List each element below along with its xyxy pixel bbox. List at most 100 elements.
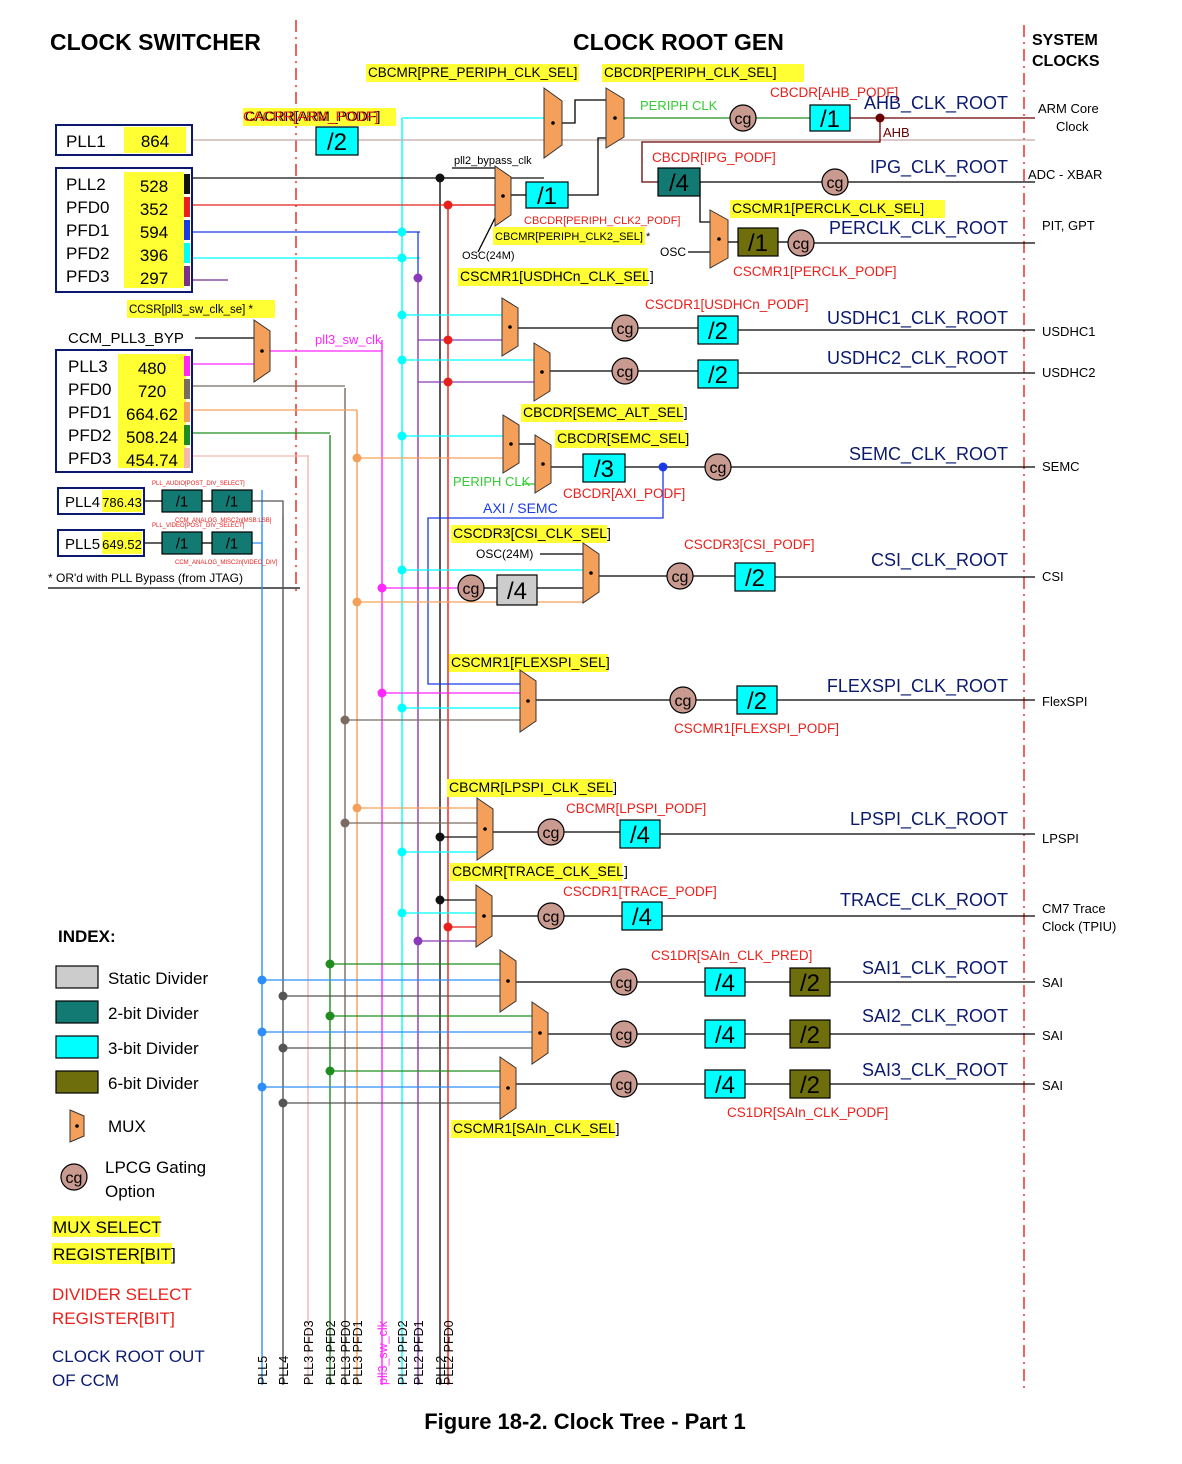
- pll2-name: PLL2: [66, 175, 106, 194]
- pll4-name: PLL4: [65, 494, 100, 511]
- perclk-div: [737, 227, 779, 257]
- pll2-color-tab: [184, 220, 190, 240]
- lpcg-label: cg: [710, 460, 727, 477]
- sai3-div1: [704, 1069, 746, 1099]
- pll5-box-value-bg: [102, 532, 142, 554]
- section-clock-root-gen: CLOCK ROOT GEN: [573, 29, 784, 55]
- pll3-color-tab: [184, 402, 190, 422]
- highlight: [493, 227, 645, 245]
- clock-root-8: LPSPI_CLK_ROOT: [850, 809, 1008, 830]
- legend-cg: [60, 1163, 88, 1191]
- flexspi-div: [736, 685, 778, 715]
- junction-dot: [397, 253, 407, 263]
- system-clock-10: SAI: [1042, 975, 1063, 990]
- axi-junction: [658, 462, 668, 472]
- bus-label: PLL3 PFD0: [339, 1320, 353, 1385]
- mux-pin: [613, 116, 617, 120]
- highlight: [730, 200, 945, 218]
- pll4-sel1: PLL_AUDIO[POST_DIV_SELECT]: [152, 481, 245, 487]
- pll2-color-tab: [184, 197, 190, 217]
- clock-root-12: SAI3_CLK_ROOT: [862, 1060, 1008, 1081]
- trace-sel-label: CBCMR[TRACE_CLK_SEL]: [452, 863, 628, 879]
- semc-sel-label: CBCDR[SEMC_SEL]: [557, 430, 689, 446]
- ahb-junction: [875, 113, 885, 123]
- osc24-label: OSC(24M): [462, 250, 515, 262]
- flexspi-cg: [669, 686, 697, 714]
- csi-static-cg: [457, 574, 485, 602]
- ahb-podf-label: CBCDR[AHB_PODF]: [770, 85, 898, 100]
- mux-pin: [526, 699, 530, 703]
- junction-dot: [325, 959, 335, 969]
- pll3-color-tab: [184, 425, 190, 445]
- clock-root-1: IPG_CLK_ROOT: [870, 157, 1008, 178]
- csi-static-div-label: /4: [507, 578, 527, 605]
- sai2-div2: [789, 1019, 831, 1049]
- junction-dot: [278, 1098, 288, 1108]
- junction-dot: [443, 335, 453, 345]
- pll2-color-tab: [184, 243, 190, 263]
- bus-label: PLL2 PFD0: [442, 1320, 456, 1385]
- system-clock-12: SAI: [1042, 1078, 1063, 1093]
- mux-pin: [506, 979, 510, 983]
- junction-dot: [397, 310, 407, 320]
- junction-dot: [377, 583, 387, 593]
- system-clock-5: SEMC: [1042, 459, 1080, 474]
- highlight: [555, 430, 687, 448]
- pll4-value: 786.43: [102, 495, 142, 510]
- junction-dot: [257, 1082, 267, 1092]
- csi-sel-label: CSCDR3[CSI_CLK_SEL]: [453, 525, 611, 541]
- highlight: [52, 1216, 160, 1237]
- junction-dot: [325, 1011, 335, 1021]
- junction-dot: [325, 1066, 335, 1076]
- ahb-cg: [729, 104, 757, 132]
- legend-swatch: [55, 1035, 99, 1059]
- csi-div: [734, 562, 776, 592]
- junction-dot: [278, 991, 288, 1001]
- highlight: [366, 64, 579, 82]
- pll2-value: 297: [140, 269, 168, 288]
- pll3-color-tab: [184, 448, 190, 468]
- sai3-div2: [789, 1069, 831, 1099]
- wire: [252, 542, 263, 560]
- mux-pin: [538, 1031, 542, 1035]
- system-clock-1: ADC - XBAR: [1028, 167, 1102, 182]
- clock-root-0: AHB_CLK_ROOT: [864, 93, 1008, 114]
- pll3-sw-clk-label: pll3_sw_clk: [315, 332, 382, 347]
- legend-label: 6-bit Divider: [108, 1074, 199, 1093]
- periph-clk2-div: [525, 181, 569, 209]
- wire: [427, 467, 664, 685]
- pll2-color-tab: [184, 174, 190, 194]
- bus-label: PLL2: [434, 1356, 448, 1385]
- junction-dot: [340, 818, 350, 828]
- bypass-note: * OR'd with PLL Bypass (from JTAG): [48, 571, 243, 585]
- sai1-div1-label: /4: [715, 970, 735, 997]
- trace-podf-label: CSCDR1[TRACE_PODF]: [563, 884, 717, 899]
- pll3-name: PLL3: [68, 357, 108, 376]
- ipg-div: [657, 167, 701, 197]
- ipg-cg: [821, 168, 849, 196]
- highlight: [447, 779, 613, 797]
- pll4-div1-label: /1: [176, 494, 189, 511]
- lpcg-label: cg: [463, 581, 480, 598]
- highlight: [52, 1243, 172, 1264]
- junction-dot: [443, 200, 453, 210]
- csi-static-div: [496, 574, 538, 606]
- system-clock-0: ARM Core: [1038, 101, 1099, 116]
- highlight: [602, 64, 804, 82]
- semc-div-label: /3: [594, 456, 614, 483]
- junction-dot: [443, 922, 453, 932]
- pll2-name: PFD3: [66, 267, 109, 286]
- junction-dot: [397, 431, 407, 441]
- periph-clk-label: PERIPH CLK: [640, 98, 718, 113]
- periph-clk2-sel-label: CBCMR[PERIPH_CLK2_SEL] *: [495, 231, 651, 243]
- junction-dot: [352, 597, 362, 607]
- pll3-value: 664.62: [126, 405, 178, 424]
- ipg-podf-label: CBCDR[IPG_PODF]: [652, 150, 776, 165]
- usdhc2-div: [697, 359, 739, 389]
- bus-label: PLL2 PFD1: [412, 1320, 426, 1385]
- lpspi-div: [619, 819, 661, 849]
- clock-root-10: SAI1_CLK_ROOT: [862, 958, 1008, 979]
- pll3-values-bg: [118, 354, 186, 468]
- pll4-sel2: CCM_ANALOG_MISC2n[MSB:LSB]: [175, 518, 272, 524]
